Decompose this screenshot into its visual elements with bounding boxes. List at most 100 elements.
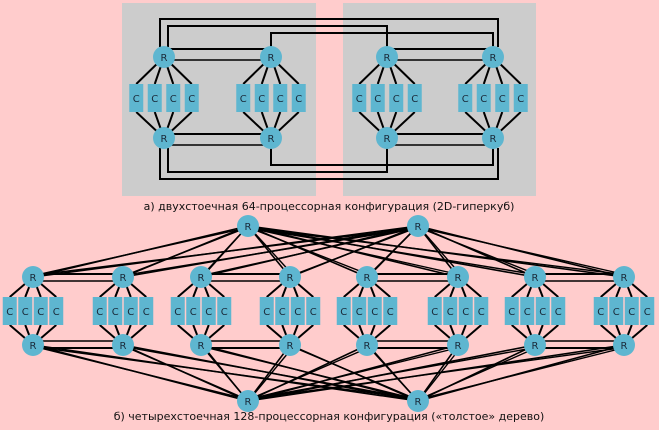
router-label: R bbox=[490, 134, 497, 145]
router-label: R bbox=[532, 273, 539, 284]
b-cluster-2-core-2: C bbox=[108, 297, 123, 325]
core-icon bbox=[443, 297, 458, 325]
router-icon bbox=[153, 127, 175, 149]
core-label: C bbox=[628, 307, 635, 318]
a-cluster-4-router-top: R bbox=[482, 46, 504, 68]
core-icon bbox=[129, 84, 144, 112]
core-icon bbox=[504, 297, 519, 325]
spine-link bbox=[125, 346, 247, 400]
inter-rack-link bbox=[167, 25, 388, 47]
router-label: R bbox=[161, 134, 168, 145]
core-label: C bbox=[356, 94, 363, 105]
core-icon bbox=[201, 297, 216, 325]
core-icon bbox=[458, 297, 473, 325]
core-icon bbox=[147, 84, 162, 112]
b-cluster-2-router-top: R bbox=[112, 266, 134, 288]
b-cluster-1-router-bottom: R bbox=[22, 334, 44, 356]
core-icon bbox=[254, 84, 269, 112]
core-icon bbox=[139, 297, 154, 325]
core-icon bbox=[2, 297, 17, 325]
a-cluster-2-core-4: C bbox=[291, 84, 306, 112]
router-icon bbox=[376, 127, 398, 149]
core-label: C bbox=[127, 307, 134, 318]
core-label: C bbox=[151, 94, 158, 105]
core-label: C bbox=[447, 307, 454, 318]
core-label: C bbox=[462, 307, 469, 318]
b-cluster-2-core-4: C bbox=[139, 297, 154, 325]
spine-link bbox=[35, 346, 247, 400]
router-label: R bbox=[120, 273, 127, 284]
router-icon bbox=[447, 334, 469, 356]
a-cluster-2-router-top: R bbox=[260, 46, 282, 68]
b-cluster-4-router-bottom: R bbox=[279, 334, 301, 356]
spine-link bbox=[249, 227, 462, 276]
b-cluster-2-core-1: C bbox=[92, 297, 107, 325]
router-label: R bbox=[621, 341, 628, 352]
core-label: C bbox=[96, 307, 103, 318]
b-cluster-5-router-top: R bbox=[356, 266, 378, 288]
core-icon bbox=[427, 297, 442, 325]
core-icon bbox=[476, 84, 491, 112]
spine-link bbox=[203, 346, 247, 400]
core-icon bbox=[370, 84, 385, 112]
b-cluster-8-core-4: C bbox=[640, 297, 655, 325]
inter-rack-link bbox=[167, 148, 388, 173]
b-cluster-2-core-3: C bbox=[123, 297, 138, 325]
core-label: C bbox=[431, 307, 438, 318]
router-label: R bbox=[245, 397, 252, 408]
a-cluster-3-core-1: C bbox=[352, 84, 367, 112]
b-spine-bottom-2: R bbox=[407, 390, 429, 412]
core-icon bbox=[290, 297, 305, 325]
core-icon bbox=[49, 297, 64, 325]
router-icon bbox=[153, 46, 175, 68]
core-icon bbox=[513, 84, 528, 112]
b-cluster-2-router-bottom: R bbox=[112, 334, 134, 356]
core-label: C bbox=[279, 307, 286, 318]
core-icon bbox=[609, 297, 624, 325]
core-label: C bbox=[644, 307, 651, 318]
b-cluster-3-core-3: C bbox=[201, 297, 216, 325]
router-label: R bbox=[415, 222, 422, 233]
router-icon bbox=[613, 266, 635, 288]
core-icon bbox=[495, 84, 510, 112]
core-icon bbox=[383, 297, 398, 325]
core-icon bbox=[520, 297, 535, 325]
b-spine-top-2: R bbox=[407, 215, 429, 237]
core-label: C bbox=[174, 307, 181, 318]
router-label: R bbox=[120, 341, 127, 352]
b-cluster-4-core-2: C bbox=[275, 297, 290, 325]
core-label: C bbox=[188, 94, 195, 105]
router-label: R bbox=[364, 341, 371, 352]
a-cluster-1-core-4: C bbox=[184, 84, 199, 112]
inter-rack-link bbox=[159, 148, 499, 180]
router-label: R bbox=[364, 273, 371, 284]
core-icon bbox=[640, 297, 655, 325]
b-cluster-4-core-4: C bbox=[306, 297, 321, 325]
core-icon bbox=[291, 84, 306, 112]
a-cluster-2-core-1: C bbox=[236, 84, 251, 112]
spine-link bbox=[247, 344, 291, 402]
core-label: C bbox=[205, 307, 212, 318]
core-label: C bbox=[258, 94, 265, 105]
router-label: R bbox=[415, 397, 422, 408]
core-icon bbox=[166, 84, 181, 112]
b-cluster-8-core-3: C bbox=[624, 297, 639, 325]
router-icon bbox=[482, 46, 504, 68]
router-label: R bbox=[268, 53, 275, 64]
rack-panels bbox=[122, 3, 536, 196]
router-label: R bbox=[287, 341, 294, 352]
a-cluster-3-router-top: R bbox=[376, 46, 398, 68]
router-icon bbox=[524, 266, 546, 288]
router-label: R bbox=[621, 273, 628, 284]
core-icon bbox=[108, 297, 123, 325]
b-cluster-8-core-2: C bbox=[609, 297, 624, 325]
spine-link bbox=[249, 346, 294, 400]
inter-rack-link bbox=[270, 148, 494, 166]
caption-config-b: б) четырехстоечная 128-процессорная конф… bbox=[114, 410, 545, 423]
a-cluster-3-core-2: C bbox=[370, 84, 385, 112]
core-label: C bbox=[143, 307, 150, 318]
router-icon bbox=[112, 334, 134, 356]
a-cluster-2-core-2: C bbox=[254, 84, 269, 112]
core-icon bbox=[18, 297, 33, 325]
